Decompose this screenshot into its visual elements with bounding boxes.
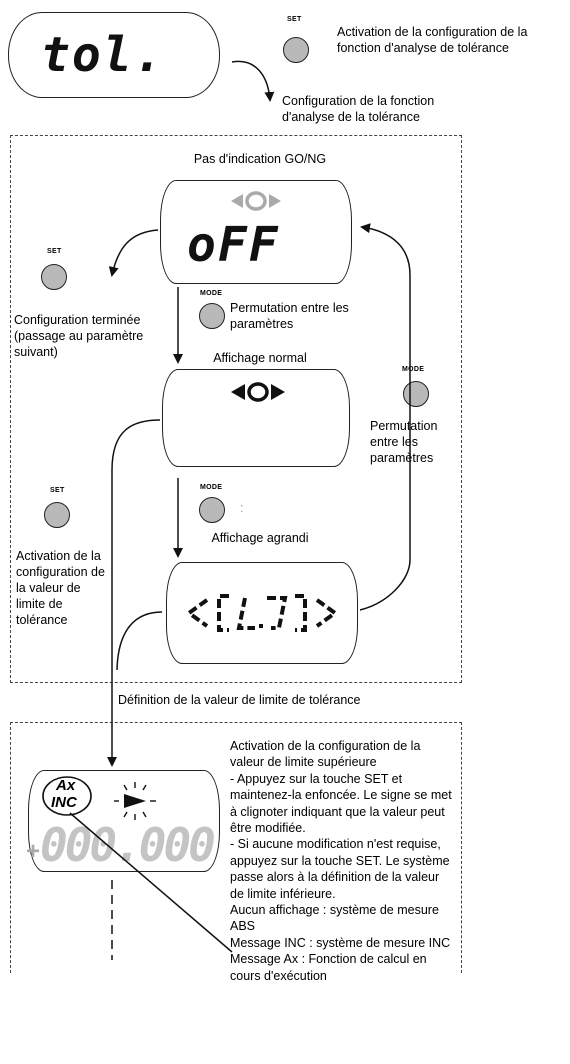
- activation-text: Activation de la configuration de la fon…: [337, 25, 528, 55]
- mode-label-right: MODE: [402, 366, 425, 373]
- off-display-text: oFF: [187, 217, 280, 273]
- mode-label-1: MODE: [200, 290, 223, 297]
- ax-inc-icon: [42, 776, 92, 816]
- mode-colon: :: [240, 501, 244, 515]
- blinking-arrow-icon: [114, 782, 156, 820]
- limit-box: [10, 722, 462, 973]
- enlarged-display: [166, 562, 358, 664]
- set-label-top: SET: [287, 16, 302, 23]
- definition-label: Définition de la valeur de limite de tol…: [118, 693, 361, 707]
- limit-description: Activation de la configuration de la val…: [230, 739, 452, 983]
- off-display: oFF: [160, 180, 352, 284]
- enlarged-indicator-icon: [185, 594, 339, 632]
- set-label-2: SET: [50, 487, 65, 494]
- indicator-icon-dim: [231, 191, 281, 211]
- config-text: Configuration de la fonction d'analyse d…: [282, 94, 435, 124]
- no-indication-label: Pas d'indication GO/NG: [193, 152, 327, 166]
- indicator-icon: [231, 382, 285, 402]
- permutation-text-right: Permutation entre les paramètres: [370, 419, 438, 465]
- mode-button-1[interactable]: [199, 303, 225, 329]
- set-label-1: SET: [47, 248, 62, 255]
- config-box: [10, 135, 462, 683]
- set-button-2[interactable]: [44, 502, 70, 528]
- permutation-text-1: Permutation entre les paramètres: [230, 301, 349, 331]
- mode-button-2[interactable]: [199, 497, 225, 523]
- value-display: [28, 770, 220, 872]
- config-done-text: Configuration terminée (passage au param…: [14, 313, 144, 359]
- inc-label: INC: [51, 794, 77, 811]
- activation-limit-text: Activation de la configuration de la val…: [16, 549, 105, 627]
- mode-label-2: MODE: [200, 484, 223, 491]
- mode-button-right[interactable]: [403, 381, 429, 407]
- set-button-1[interactable]: [41, 264, 67, 290]
- set-button-top[interactable]: [283, 37, 309, 63]
- tol-display-text: tol.: [41, 27, 165, 83]
- enlarged-display-label: Affichage agrandi: [211, 531, 309, 545]
- value-sign: +: [26, 838, 41, 865]
- normal-display: [162, 369, 350, 467]
- ax-label: Ax: [56, 777, 76, 794]
- normal-display-label: Affichage normal: [213, 351, 307, 365]
- tol-display: tol.: [8, 12, 220, 98]
